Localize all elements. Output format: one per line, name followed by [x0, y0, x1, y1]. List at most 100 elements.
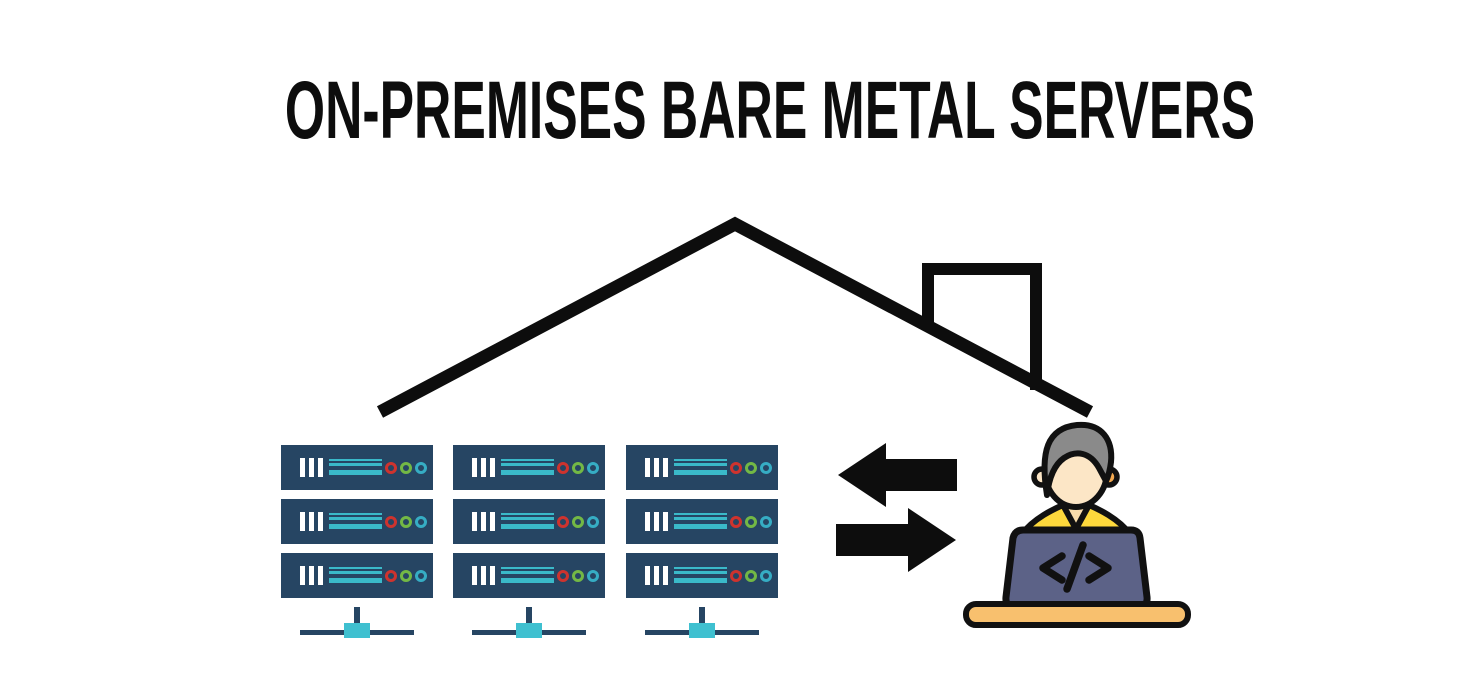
server-vents-icon [645, 458, 668, 477]
developer-icon: </> [963, 421, 1191, 628]
network-connector [626, 607, 778, 641]
server-line-top [329, 567, 382, 574]
chimney-icon [922, 263, 1042, 390]
server-drive-lines-icon [674, 459, 727, 475]
server-led-teal-icon [760, 570, 772, 582]
server-led-teal-icon [587, 462, 599, 474]
server-vent-bar [472, 458, 477, 477]
arrow-left-icon [838, 443, 957, 507]
server-led-red-icon [730, 570, 742, 582]
server-drive-lines-icon [329, 459, 382, 475]
server-line-top [674, 567, 727, 574]
server-led-teal-icon [587, 570, 599, 582]
server-vent-bar [309, 566, 314, 585]
server-vents-icon [472, 512, 495, 531]
transfer-arrows-icon [836, 443, 957, 572]
server-vent-bar [490, 566, 495, 585]
server-led-teal-icon [415, 516, 427, 528]
roof-line [376, 216, 1094, 418]
server-line-bottom [329, 578, 382, 583]
server-vents-icon [300, 458, 323, 477]
server-vents-icon [645, 566, 668, 585]
server-led-green-icon [572, 462, 584, 474]
server-vents-icon [472, 458, 495, 477]
server-line-top [674, 513, 727, 520]
server-led-green-icon [572, 570, 584, 582]
server-led-teal-icon [760, 462, 772, 474]
server-led-red-icon [385, 570, 397, 582]
page-title-text: ON-PREMISES BARE METAL SERVERS [284, 65, 1256, 156]
server-line-bottom [674, 524, 727, 529]
server-led-green-icon [572, 516, 584, 528]
server-drive-lines-icon [501, 459, 554, 475]
desk [963, 601, 1191, 628]
server-vent-bar [481, 458, 486, 477]
page-title: ON-PREMISES BARE METAL SERVERS [0, 70, 1472, 152]
server-column [281, 445, 433, 641]
server-led-red-icon [557, 462, 569, 474]
server-unit [626, 553, 778, 598]
server-led-teal-icon [415, 462, 427, 474]
server-led-lights-icon [730, 570, 772, 582]
server-led-red-icon [730, 462, 742, 474]
server-led-lights-icon [385, 570, 427, 582]
server-vent-bar [645, 458, 650, 477]
server-drive-lines-icon [329, 513, 382, 529]
network-stem [699, 607, 705, 634]
server-line-bottom [501, 578, 554, 583]
server-vent-bar [663, 458, 668, 477]
code-chevron-right [1085, 552, 1112, 584]
server-vent-bar [300, 566, 305, 585]
server-led-lights-icon [557, 516, 599, 528]
server-drive-lines-icon [329, 567, 382, 583]
developer-hair [1041, 421, 1115, 498]
server-line-top [501, 459, 554, 466]
server-led-red-icon [385, 516, 397, 528]
server-vent-bar [645, 566, 650, 585]
server-vent-bar [654, 458, 659, 477]
server-drive-lines-icon [674, 513, 727, 529]
server-unit [626, 499, 778, 544]
server-vent-bar [472, 512, 477, 531]
server-led-lights-icon [385, 516, 427, 528]
network-stem [526, 607, 532, 634]
code-chevron-left [1039, 552, 1066, 584]
house-roof-icon [376, 216, 1094, 418]
server-led-teal-icon [587, 516, 599, 528]
server-line-top [501, 567, 554, 574]
server-vents-icon [645, 512, 668, 531]
server-vent-bar [481, 566, 486, 585]
network-node-icon [344, 623, 370, 638]
server-line-bottom [674, 470, 727, 475]
server-vent-bar [490, 512, 495, 531]
server-vent-bar [645, 512, 650, 531]
server-led-green-icon [400, 462, 412, 474]
server-unit [281, 499, 433, 544]
server-unit [453, 445, 605, 490]
server-vent-bar [663, 566, 668, 585]
server-vent-bar [309, 512, 314, 531]
server-line-top [674, 459, 727, 466]
server-column [453, 445, 605, 641]
server-vents-icon [300, 512, 323, 531]
server-line-top [329, 513, 382, 520]
server-drive-lines-icon [501, 567, 554, 583]
server-vent-bar [300, 458, 305, 477]
server-vent-bar [300, 512, 305, 531]
server-led-green-icon [400, 516, 412, 528]
server-led-green-icon [745, 570, 757, 582]
server-vent-bar [654, 512, 659, 531]
server-vent-bar [309, 458, 314, 477]
server-line-bottom [329, 524, 382, 529]
server-unit [281, 553, 433, 598]
server-line-bottom [501, 470, 554, 475]
server-led-lights-icon [385, 462, 427, 474]
network-connector [453, 607, 605, 641]
server-drive-lines-icon [674, 567, 727, 583]
server-led-lights-icon [730, 516, 772, 528]
server-line-bottom [501, 524, 554, 529]
server-led-green-icon [745, 462, 757, 474]
server-unit [453, 499, 605, 544]
